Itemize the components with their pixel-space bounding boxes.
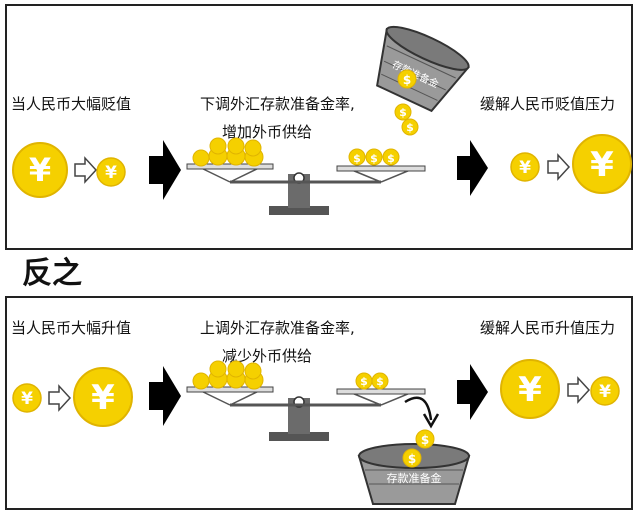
yuan-coin-icon: ¥ [96,157,126,187]
reserve-basin-icon: 存款准备金 [357,443,471,505]
svg-text:存款准备金: 存款准备金 [387,471,442,485]
yuan-coin-icon: ¥ [510,152,540,182]
yuan-coin-icon: ¥ [500,359,560,419]
curved-arrow-icon [404,396,440,429]
hollow-arrow-icon [74,156,98,184]
yuan-coin-icon [192,137,264,167]
svg-text:¥: ¥ [105,163,117,183]
dollar-coin-icon: $ $ [355,372,389,390]
svg-text:$: $ [406,121,414,134]
svg-text:¥: ¥ [21,389,33,409]
svg-text:¥: ¥ [518,370,542,410]
svg-text:¥: ¥ [91,378,115,418]
dollar-coin-icon: $ $ [402,429,435,468]
black-arrow-icon [457,364,488,420]
svg-text:¥: ¥ [599,382,611,402]
black-arrow-icon [149,140,181,200]
yuan-coin-icon [192,360,264,390]
yuan-coin-icon: ¥ [12,142,68,198]
svg-text:$: $ [408,452,416,466]
hollow-arrow-icon [567,376,591,404]
bottom-condition-text: 当人民币大幅升值 [11,319,132,337]
bottom-result-text: 缓解人民币升值压力 [480,319,616,337]
svg-text:$: $ [370,152,378,165]
dollar-coin-icon: $ $ $ [394,69,419,136]
top-condition-text: 当人民币大幅贬值 [11,95,132,113]
bottom-illustration: ¥ ¥ [12,359,620,505]
bottom-panel: 当人民币大幅升值 上调外汇存款准备金率, 减少外币供给 缓解人民币升值压力 ¥ … [5,296,633,510]
top-panel: 当人民币大幅贬值 下调外汇存款准备金率, 增加外币供给 缓解人民币贬值压力 ¥ … [5,4,633,250]
yuan-coin-icon: ¥ [12,383,42,413]
svg-text:$: $ [421,433,429,447]
svg-text:¥: ¥ [519,158,531,178]
dollar-coin-icon: $ $ $ [348,148,400,166]
balance-scale-icon [186,163,426,215]
svg-text:$: $ [403,73,411,87]
yuan-coin-icon: ¥ [590,376,620,406]
svg-text:$: $ [376,375,384,388]
black-arrow-icon [457,140,488,196]
svg-text:$: $ [353,152,361,165]
svg-text:$: $ [399,106,407,119]
svg-text:$: $ [387,152,395,165]
yuan-coin-icon: ¥ [73,367,133,427]
top-result-text: 缓解人民币贬值压力 [480,95,616,113]
top-action-line1: 下调外汇存款准备金率, [200,95,355,113]
black-arrow-icon [149,366,181,426]
bottom-action-line1: 上调外汇存款准备金率, [200,319,355,337]
hollow-arrow-icon [48,384,72,412]
reserve-basin-icon: 存款准备金 [376,25,470,113]
top-illustration: ¥ ¥ [12,25,632,215]
svg-text:¥: ¥ [29,151,51,189]
bottom-action-line2: 减少外币供给 [222,347,313,365]
top-action-line2: 增加外币供给 [222,123,313,141]
divider-label: 反之 [22,256,82,291]
balance-scale-icon [186,386,426,441]
yuan-coin-icon: ¥ [572,134,632,194]
hollow-arrow-icon [547,153,571,181]
svg-text:¥: ¥ [590,145,614,185]
svg-text:$: $ [360,375,368,388]
